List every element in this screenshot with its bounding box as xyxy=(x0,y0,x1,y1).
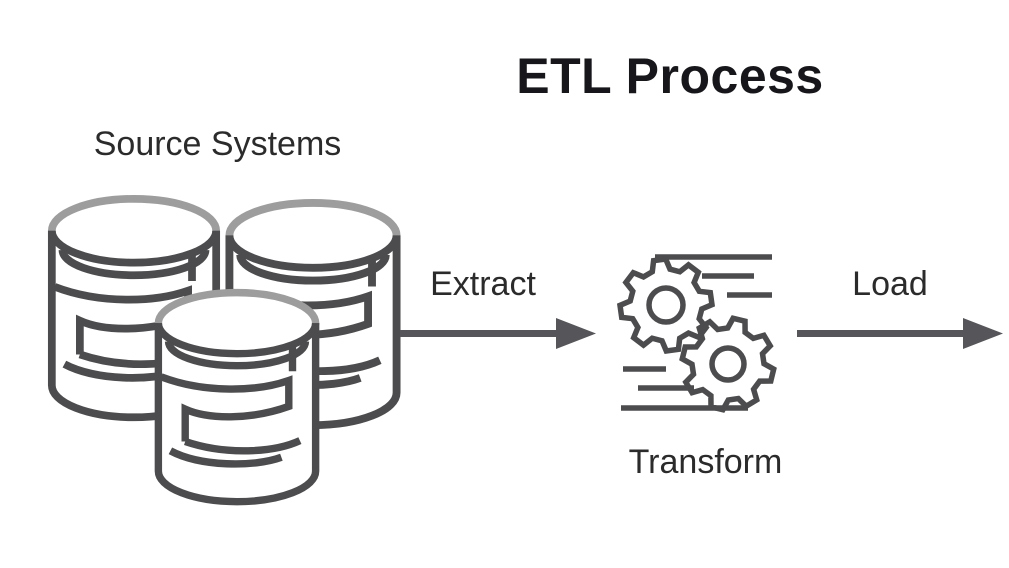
arrow-head xyxy=(556,318,596,349)
load-arrow-right-icon xyxy=(797,318,1003,349)
load-label: Load xyxy=(852,265,928,303)
extract-label: Extract xyxy=(430,265,536,303)
arrow-head xyxy=(963,318,1003,349)
page-title: ETL Process xyxy=(516,48,824,104)
database-icon xyxy=(38,192,403,512)
source-systems-label: Source Systems xyxy=(93,125,342,163)
gear-top-left xyxy=(616,255,716,355)
gear-hole xyxy=(709,345,747,383)
gear-hole xyxy=(646,285,686,325)
gear-bottom-right xyxy=(679,315,777,413)
gears-icon xyxy=(616,254,777,413)
database-cylinder-front xyxy=(158,293,315,502)
transform-label: Transform xyxy=(628,443,783,481)
extract-arrow-right-icon xyxy=(400,318,596,349)
